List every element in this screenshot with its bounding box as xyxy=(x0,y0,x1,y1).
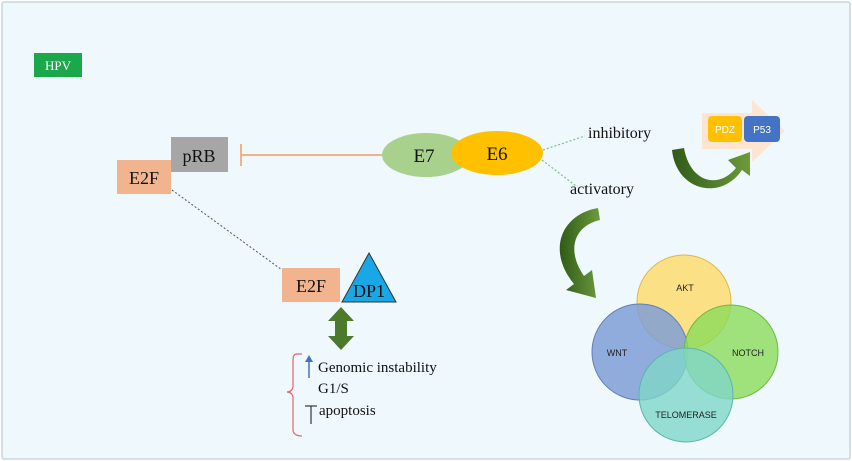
e6-ellipse xyxy=(451,131,543,175)
block-arrow-shape xyxy=(702,100,785,162)
venn-telomerase-label: TELOMERASE xyxy=(655,410,717,420)
venn-akt-label: AKT xyxy=(676,283,694,293)
apoptosis-label: apoptosis xyxy=(319,403,376,419)
dp1-label: DP1 xyxy=(353,281,385,301)
pdz-p53-group: PDZ P53 xyxy=(702,100,785,162)
p53-box xyxy=(744,116,780,142)
e2f-release-line xyxy=(171,189,283,271)
venn-wnt-label: WNT xyxy=(607,348,628,358)
e7-e6-oncoproteins: E7 E6 xyxy=(382,131,543,177)
activatory-label: activatory xyxy=(570,181,634,198)
venn-telomerase-circle xyxy=(638,347,734,443)
inhibition-line xyxy=(240,144,388,166)
curved-arrow-icon xyxy=(672,148,750,189)
e2f-dp1-complex: E2F DP1 xyxy=(282,251,397,303)
double-arrow-icon xyxy=(328,307,354,350)
prb-box xyxy=(171,137,228,172)
signaling-venn: AKT WNT NOTCH TELOMERASE xyxy=(591,254,779,443)
venn-notch-label: NOTCH xyxy=(732,348,764,358)
inhibition-icon xyxy=(305,405,317,424)
curved-arrow-icon xyxy=(559,208,600,298)
e7-ellipse xyxy=(382,133,470,177)
p53-label: P53 xyxy=(753,125,771,136)
pdz-box xyxy=(708,116,742,142)
e6-connector-lines xyxy=(541,135,586,187)
e2f-box-bottom xyxy=(282,268,340,302)
pdz-label: PDZ xyxy=(715,125,735,136)
e7-label: E7 xyxy=(413,146,434,167)
prb-label: pRB xyxy=(182,146,215,166)
e2f-label-top: E2F xyxy=(129,168,159,188)
prb-e2f-complex: pRB E2F xyxy=(117,137,228,194)
hpv-badge: HPV xyxy=(34,53,82,77)
e2f-box-top xyxy=(117,160,171,194)
e6-label: E6 xyxy=(486,144,507,165)
inhibitory-label: inhibitory xyxy=(588,125,651,142)
genomic-instability-label: Genomic instability xyxy=(318,360,437,376)
e2f-label-bottom: E2F xyxy=(296,276,326,296)
g1s-label: G1/S xyxy=(318,381,349,397)
outcome-bracket xyxy=(286,353,303,437)
dp1-triangle xyxy=(341,251,397,303)
hpv-label: HPV xyxy=(45,58,72,73)
up-arrow-icon xyxy=(305,355,313,378)
